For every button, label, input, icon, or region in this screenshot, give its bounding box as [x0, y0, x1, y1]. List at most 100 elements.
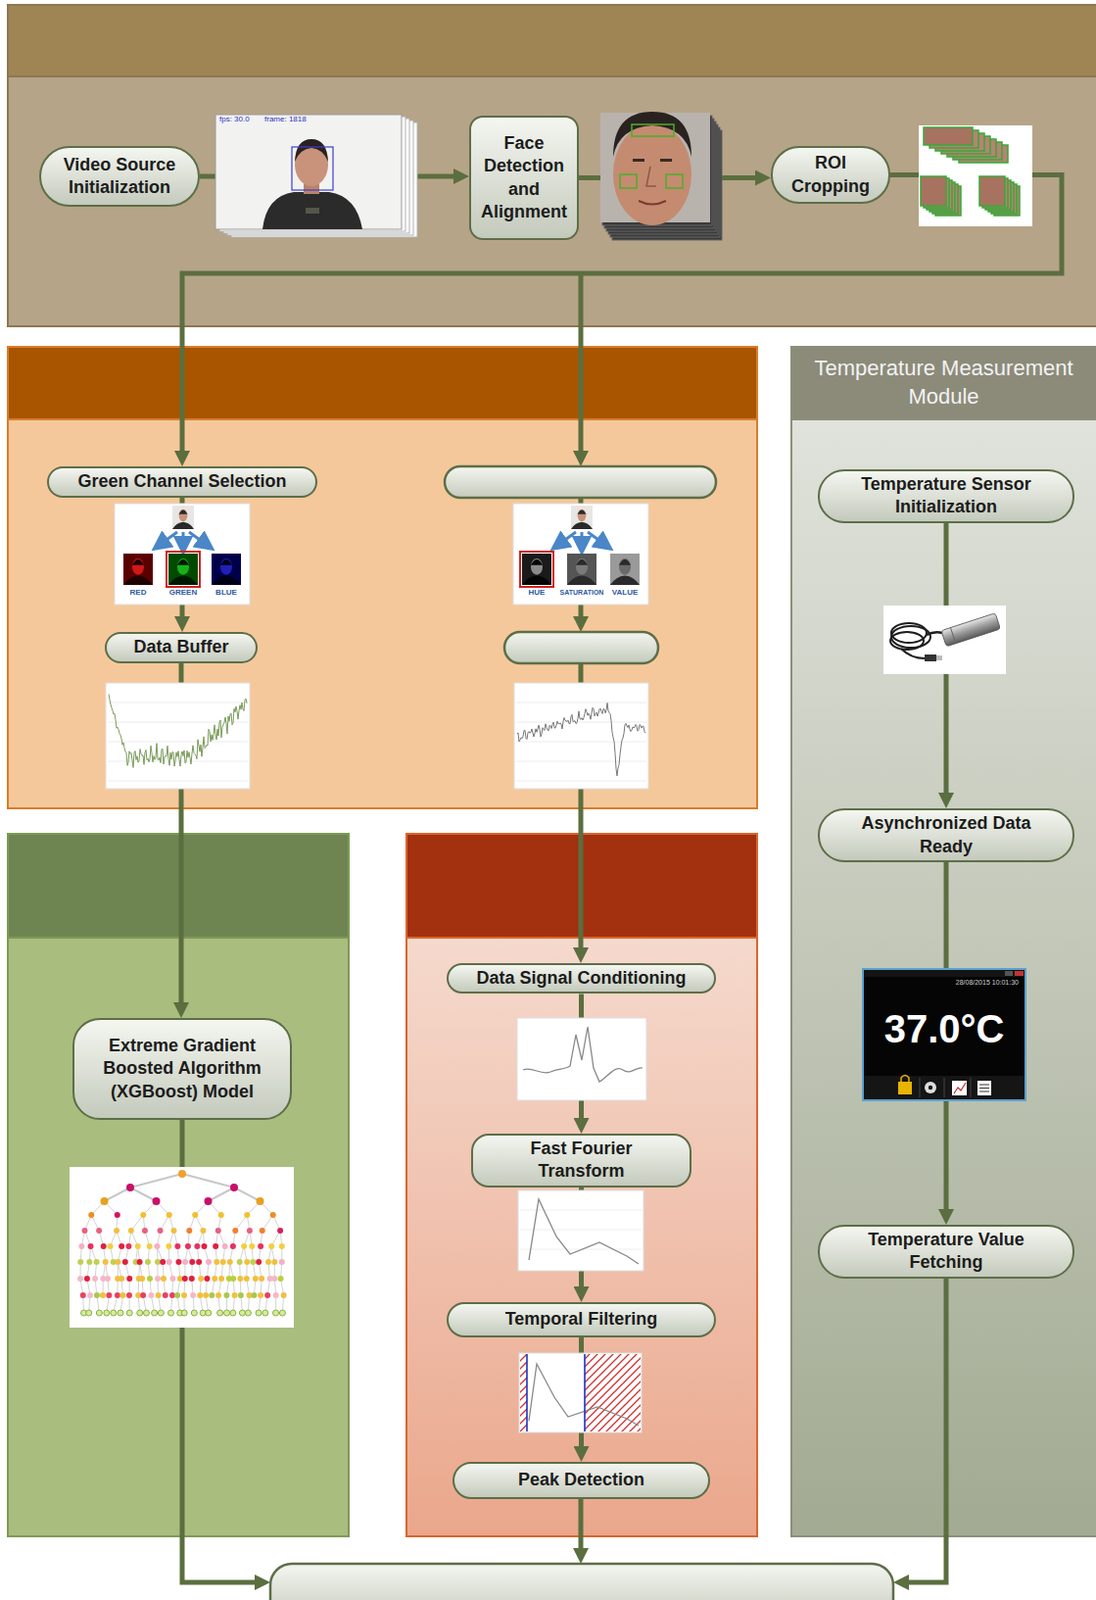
pulse-plot-part	[523, 1026, 643, 1082]
box-label: Green Channel Selection	[77, 470, 286, 493]
face-thumbnail	[123, 553, 153, 585]
temperature-sensor-part	[883, 605, 1006, 674]
face-thumbnail-part	[577, 509, 587, 514]
box-label: Asynchronized Data Ready	[847, 811, 1046, 858]
xgboost-tree-part	[117, 1309, 124, 1316]
xgboost-tree-part	[234, 1187, 261, 1201]
xgboost-tree-part	[168, 1309, 175, 1316]
face-thumbnail	[522, 553, 552, 585]
xgboost-tree-part	[84, 1275, 91, 1282]
xgboost-tree-part	[153, 1242, 160, 1249]
xgboost-tree-part	[243, 1275, 250, 1282]
xgboost-tree-part	[230, 1275, 237, 1282]
xgboost-tree-part	[104, 1275, 111, 1282]
xgboost-tree-part	[223, 1291, 230, 1298]
video-frame-stack	[215, 114, 418, 238]
face-thumbnail-part	[220, 558, 233, 575]
xgboost-tree-part	[258, 1275, 265, 1282]
process-box: Video Source Initialization	[39, 145, 200, 207]
xgboost-tree-part	[232, 1291, 239, 1298]
xgboost-tree-part	[211, 1275, 218, 1282]
xgboost-tree-part	[202, 1291, 209, 1298]
xgboost-tree-part	[220, 1258, 227, 1265]
spectrum-plot-part-part	[520, 1229, 642, 1231]
xgboost-tree-part	[152, 1196, 161, 1205]
timestamp-text: 28/08/2015 10:01:30	[955, 978, 1019, 986]
spectrum-plot-part	[518, 1190, 644, 1271]
capture-panel-part	[7, 4, 1096, 77]
face-thumbnail	[610, 553, 640, 585]
xgboost-tree-part	[137, 1309, 143, 1316]
channel-panel	[7, 346, 758, 809]
roi-crop-stack	[918, 125, 1033, 227]
aligned-face-stack-part	[613, 111, 692, 157]
process-box: ROI Cropping	[770, 145, 891, 204]
xgboost-tree-part	[189, 1258, 195, 1265]
xgboost-tree-part	[264, 1291, 271, 1298]
channel-label: RED	[130, 588, 147, 597]
panel-heading: Temperature Measurement Module	[791, 346, 1096, 420]
xgboost-tree-part	[257, 1291, 264, 1298]
xgboost-tree-part	[87, 1291, 94, 1298]
xgboost-tree-part	[237, 1258, 243, 1265]
xgboost-tree-part	[147, 1291, 154, 1298]
video-frame-stack-part	[215, 114, 402, 230]
temperature-reading: 37.0°C	[884, 1008, 1005, 1049]
temperature-sensor-part	[890, 631, 924, 650]
aligned-face-stack-part	[646, 166, 657, 187]
xgboost-tree-part	[262, 1309, 269, 1316]
xgboost-tree-part	[270, 1211, 277, 1218]
temperature-display-part	[919, 1077, 921, 1097]
xgboost-tree-part	[230, 1183, 239, 1192]
xgboost-tree-part	[182, 1258, 189, 1265]
xgboost-tree-part	[182, 1275, 189, 1282]
face-thumbnail-part	[530, 559, 543, 566]
xgboost-tree-part	[232, 1227, 239, 1234]
video-frame-stack-part	[305, 207, 320, 214]
process-box: Extreme Gradient Boosted Algorithm (XGBo…	[72, 1017, 292, 1120]
xgboost-tree-part	[256, 1196, 265, 1205]
xgboost-tree-part	[191, 1211, 198, 1218]
xgboost-tree-part	[215, 1227, 222, 1234]
empty-step-pill	[270, 466, 894, 1600]
xgboost-tree-part	[205, 1309, 212, 1316]
xgboost-tree-part	[137, 1258, 143, 1265]
aligned-face-stack-part	[632, 158, 645, 162]
xgboost-tree-part	[140, 1291, 146, 1298]
pulse-plot-part	[517, 1017, 647, 1100]
xgboost-tree-part	[86, 1309, 93, 1316]
capture-panel	[7, 4, 1096, 327]
box-label: Peak Detection	[518, 1468, 645, 1491]
xgboost-tree-part	[208, 1291, 215, 1298]
channel-label: HUE	[528, 588, 546, 597]
xgboost-tree-part	[107, 1242, 114, 1249]
xgboost-tree-part	[250, 1291, 257, 1298]
xgboost-tree-part	[279, 1242, 286, 1249]
xgboost-tree-part	[78, 1242, 85, 1249]
rgb-split-figure-part	[189, 531, 207, 545]
xgboost-tree-part	[99, 1291, 106, 1298]
capture-panel-part	[7, 4, 1096, 327]
temperature-display-part	[863, 969, 1025, 977]
xgboost-tree-part	[103, 1309, 110, 1316]
xgboost-tree-part	[151, 1309, 158, 1316]
xgboost-tree-part	[157, 1309, 164, 1316]
xgboost-tree-part	[162, 1291, 169, 1298]
hue-signal-plot-part	[517, 702, 646, 775]
temperature-display-part	[944, 1077, 946, 1097]
xgboost-tree-part	[160, 1275, 167, 1282]
xgboost-tree-part	[227, 1258, 234, 1265]
xgboost-tree-part	[249, 1258, 256, 1265]
hsv-split-figure-part	[558, 531, 576, 545]
face-thumbnail	[567, 553, 597, 585]
xgboost-tree-part	[140, 1211, 146, 1218]
xgboost-tree-part	[94, 1291, 100, 1298]
xgboost-tree-part	[100, 1196, 109, 1205]
face-thumbnail	[172, 505, 194, 529]
temperature-display-part	[970, 1077, 972, 1097]
spectrum-plot-part	[520, 1209, 642, 1249]
empty-step-pill-part	[444, 466, 716, 498]
xgboost-tree-part	[243, 1258, 250, 1265]
face-thumbnail-part	[575, 558, 588, 575]
xgboost-tree-part	[273, 1291, 280, 1298]
